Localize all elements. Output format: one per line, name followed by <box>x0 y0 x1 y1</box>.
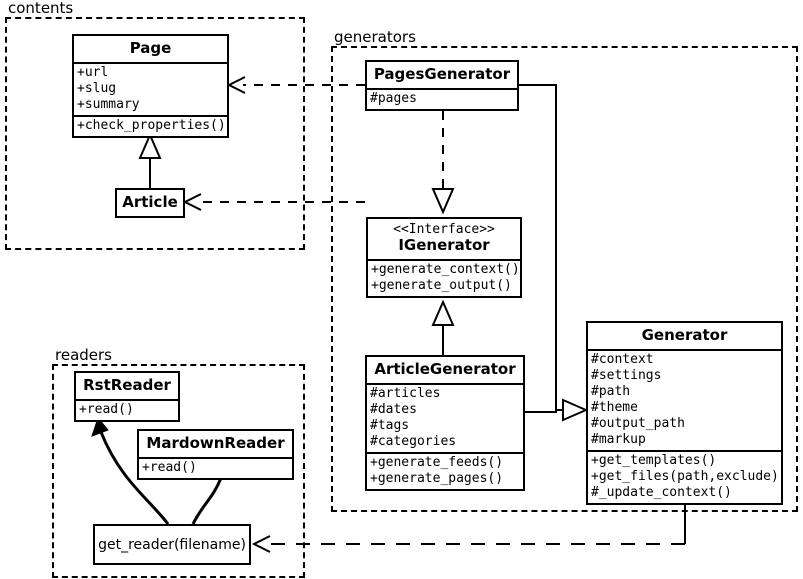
class-mardown-reader[interactable]: MardownReader +read() <box>137 429 294 480</box>
attribute: #settings <box>591 368 662 383</box>
relation-getreader-returns-rstreader <box>91 416 170 525</box>
relation-articlegenerator-to-generator <box>525 398 589 422</box>
package-readers-label: readers <box>52 347 115 363</box>
class-igenerator[interactable]: <<Interface>> IGenerator +generate_conte… <box>366 217 522 298</box>
attribute: #path <box>591 384 631 399</box>
class-article-generator-attributes: #articles #dates #tags #categories <box>367 383 523 452</box>
package-generators <box>331 46 798 512</box>
attribute: #output_path <box>591 416 685 431</box>
method: +generate_output() <box>371 278 512 293</box>
method: #_update_context() <box>591 485 732 500</box>
relation-articlegenerator-realizes-igenerator <box>431 299 455 355</box>
attribute: #markup <box>591 432 646 447</box>
class-page[interactable]: Page +url +slug +summary +check_properti… <box>72 34 229 138</box>
class-generator-title: Generator <box>641 326 728 344</box>
class-generator[interactable]: Generator #context #settings #path #them… <box>586 321 783 505</box>
method: +get_templates() <box>591 453 717 468</box>
attribute: +url <box>77 65 109 80</box>
class-article[interactable]: Article <box>115 188 185 218</box>
function-get-reader[interactable]: get_reader(filename) <box>93 524 251 565</box>
class-article-title: Article <box>122 193 178 211</box>
class-mardown-reader-methods: +read() <box>139 457 292 478</box>
method: +generate_context() <box>371 262 520 277</box>
attribute: +slug <box>77 81 117 96</box>
class-rst-reader-methods: +read() <box>76 399 178 420</box>
method: +get_files(path,exclude) <box>591 469 779 484</box>
class-page-title: Page <box>129 39 172 57</box>
package-contents-label: contents <box>5 0 77 16</box>
package-generators-label: generators <box>331 29 419 45</box>
class-article-generator-title: ArticleGenerator <box>374 360 516 378</box>
class-pages-generator[interactable]: PagesGenerator #pages <box>365 60 519 111</box>
class-article-generator[interactable]: ArticleGenerator #articles #dates #tags … <box>365 355 525 491</box>
attribute: #theme <box>591 400 638 415</box>
method: +read() <box>79 402 134 417</box>
attribute: +summary <box>77 97 140 112</box>
relation-pagesgenerator-dep-page <box>226 76 365 94</box>
attribute: #dates <box>370 402 417 417</box>
attribute: #articles <box>370 386 441 401</box>
method: +read() <box>142 460 197 475</box>
relation-article-inherits-page <box>138 132 162 188</box>
function-get-reader-label: get_reader(filename) <box>98 536 246 553</box>
attribute: #tags <box>370 418 410 433</box>
attribute: #categories <box>370 434 457 449</box>
class-rst-reader-title: RstReader <box>83 376 171 394</box>
class-mardown-reader-title: MardownReader <box>146 434 285 452</box>
method: +generate_pages() <box>370 471 504 486</box>
class-generator-methods: +get_templates() +get_files(path,exclude… <box>588 450 781 503</box>
attribute: #pages <box>370 91 417 106</box>
class-igenerator-methods: +generate_context() +generate_output() <box>368 259 520 296</box>
class-pages-generator-attributes: #pages <box>367 88 517 109</box>
class-rst-reader[interactable]: RstReader +read() <box>74 371 180 422</box>
package-contents <box>5 17 305 250</box>
method: +generate_feeds() <box>370 455 504 470</box>
method: +check_properties() <box>77 118 226 133</box>
class-igenerator-title: IGenerator <box>398 236 490 254</box>
class-generator-attributes: #context #settings #path #theme #output_… <box>588 349 781 450</box>
relation-pagesgenerator-to-generator <box>518 84 557 410</box>
attribute: #context <box>591 352 654 367</box>
package-readers <box>52 364 305 578</box>
class-igenerator-stereotype: <<Interface>> <box>393 222 495 237</box>
class-page-methods: +check_properties() <box>74 115 227 136</box>
relation-articlegenerator-dep-article <box>182 193 365 211</box>
class-article-generator-methods: +generate_feeds() +generate_pages() <box>367 452 523 489</box>
class-pages-generator-title: PagesGenerator <box>373 65 511 83</box>
relation-generator-dep-getreader <box>251 502 686 553</box>
relation-pagesgenerator-realizes-igenerator <box>431 111 455 215</box>
class-page-attributes: +url +slug +summary <box>74 62 227 115</box>
